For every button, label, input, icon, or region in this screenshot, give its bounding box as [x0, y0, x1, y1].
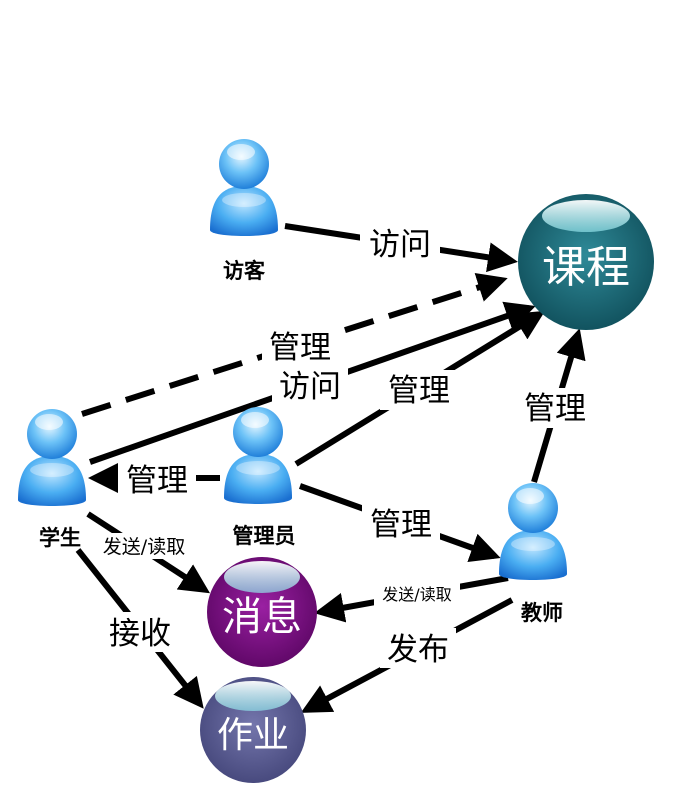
- person-icon: [224, 407, 292, 504]
- person-icon: [210, 139, 278, 236]
- edge-label-student-homework: 接收: [109, 616, 171, 652]
- edge-label-admin-student: 管理: [126, 463, 188, 499]
- edge-label-student-message: 发送/读取: [103, 536, 185, 558]
- edge-label-teacher-course: 管理: [524, 391, 586, 427]
- edge-student-course-manage-dashed: [81, 273, 508, 417]
- actor-label-admin: 管理员: [233, 524, 296, 548]
- person-icon: [18, 409, 86, 506]
- actor-student: 学生: [18, 409, 86, 550]
- person-icon: [499, 483, 567, 580]
- actor-admin: 管理员: [224, 407, 296, 548]
- edge-label-visitor-course: 访问: [369, 227, 431, 263]
- edge-label-teacher-message: 发送/读取: [382, 585, 451, 604]
- edge-label-admin-teacher: 管理: [370, 507, 432, 543]
- course-highlight: [542, 200, 630, 232]
- edge-label-student-course-manage: 管理: [269, 330, 331, 366]
- entity-label-homework: 作业: [217, 715, 289, 756]
- entity-label-message: 消息: [222, 594, 302, 640]
- actor-visitor: 访客: [210, 139, 278, 283]
- entity-course: 课程: [518, 194, 654, 330]
- edge-label-student-course-visit: 访问: [279, 369, 341, 405]
- message-highlight: [224, 561, 300, 593]
- edge-label-teacher-homework: 发布: [387, 632, 449, 668]
- edge-label-admin-course: 管理: [388, 373, 450, 409]
- entity-label-course: 课程: [542, 242, 630, 293]
- actor-label-teacher: 教师: [521, 601, 563, 625]
- homework-highlight: [215, 681, 291, 711]
- entity-message: 消息: [207, 557, 317, 667]
- actor-label-visitor: 访客: [223, 259, 266, 283]
- actor-teacher: 教师: [499, 483, 567, 625]
- entity-homework: 作业: [200, 677, 306, 783]
- course-sphere: [518, 194, 654, 330]
- actor-label-student: 学生: [39, 526, 81, 550]
